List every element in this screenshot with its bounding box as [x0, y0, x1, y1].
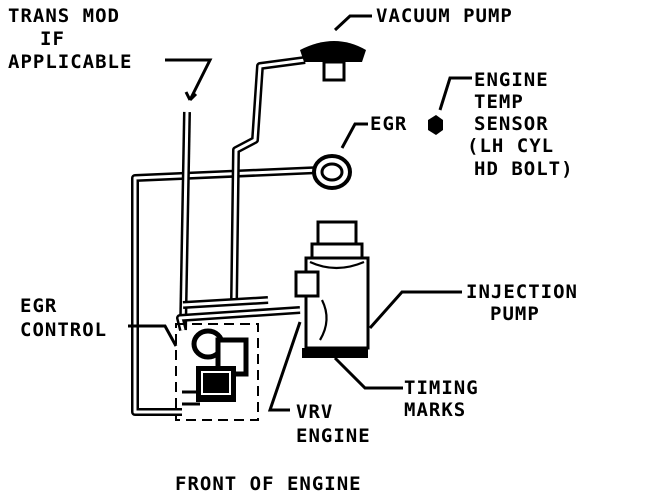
egr-label: EGR [370, 113, 407, 135]
egr-control-label: EGR CONTROL [20, 295, 107, 341]
injection-pump [294, 220, 370, 358]
injection-pump-label: INJECTION PUMP [466, 281, 590, 325]
engine-temp-sensor-label: ENGINE TEMP SENSOR (LH CYL HD BOLT) [467, 69, 574, 180]
vrv-engine-label: VRV ENGINE [296, 401, 371, 447]
timing-marks-label: TIMING MARKS [404, 377, 491, 421]
trans-mod-label: TRANS MOD IF APPLICABLE [8, 5, 132, 73]
egr-control-assembly [175, 323, 259, 421]
vacuum-pump-label: VACUUM PUMP [376, 5, 513, 27]
leader-lines [128, 14, 472, 412]
egr-valve [312, 154, 352, 190]
front-of-engine-label: FRONT OF ENGINE [175, 473, 362, 495]
vacuum-hoses [131, 56, 321, 416]
engine-temp-sensor [428, 115, 443, 135]
vacuum-pump [300, 41, 366, 82]
